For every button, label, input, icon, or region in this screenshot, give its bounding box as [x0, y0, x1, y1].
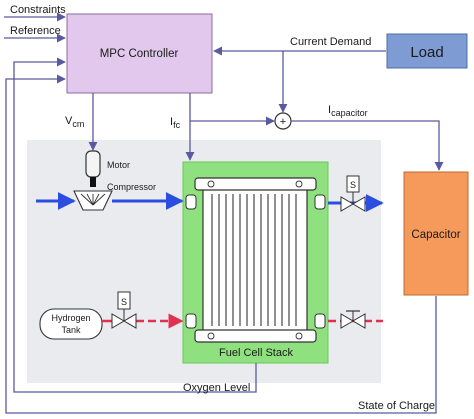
motor-icon — [85, 150, 101, 178]
fuel-cell-stack-label: Fuel Cell Stack — [219, 347, 293, 359]
fuel-cell-stack — [185, 177, 326, 343]
capacitor-box — [403, 171, 469, 296]
summing-junction-symbol: + — [280, 116, 286, 128]
load-box — [386, 33, 468, 69]
oxygen-level-feedback-wire — [13, 57, 257, 393]
state-of-charge-feedback-wire — [5, 74, 437, 414]
capacitor-label: Capacitor — [411, 229, 460, 241]
load-label: Load — [410, 44, 443, 61]
hydrogen-outlet-valve — [340, 310, 366, 329]
state-of-charge-label: State of Charge — [358, 400, 435, 412]
ifc-label: Ifc — [170, 116, 181, 130]
current-demand-label: Current Demand — [290, 36, 371, 48]
hydrogen-inlet-valve — [111, 291, 137, 329]
reference-label: Reference — [10, 25, 61, 37]
mpc-controller-box — [66, 13, 213, 94]
icapacitor-label: Icapacitor — [328, 104, 368, 118]
air-outlet-valve — [340, 175, 366, 212]
oxygen-level-label: Oxygen Level — [183, 382, 250, 394]
motor-label: Motor — [107, 160, 130, 170]
constraints-label: Constraints — [10, 4, 66, 16]
motor-shaft — [90, 177, 96, 187]
vcm-label: Vcm — [65, 115, 84, 129]
compressor-blades — [80, 193, 106, 206]
hydrogen-tank-label-line1: Hydrogen — [51, 313, 90, 323]
air-outlet-valve-solenoid-label: S — [350, 180, 356, 190]
hydrogen-tank-icon — [39, 308, 103, 340]
mpc-controller-label: MPC Controller — [100, 48, 179, 60]
hydrogen-inlet-valve-solenoid-label: S — [121, 297, 127, 307]
compressor-label: Compressor — [107, 182, 156, 192]
icapacitor-wire — [291, 120, 444, 171]
hydrogen-tank-label-line2: Tank — [61, 325, 81, 335]
